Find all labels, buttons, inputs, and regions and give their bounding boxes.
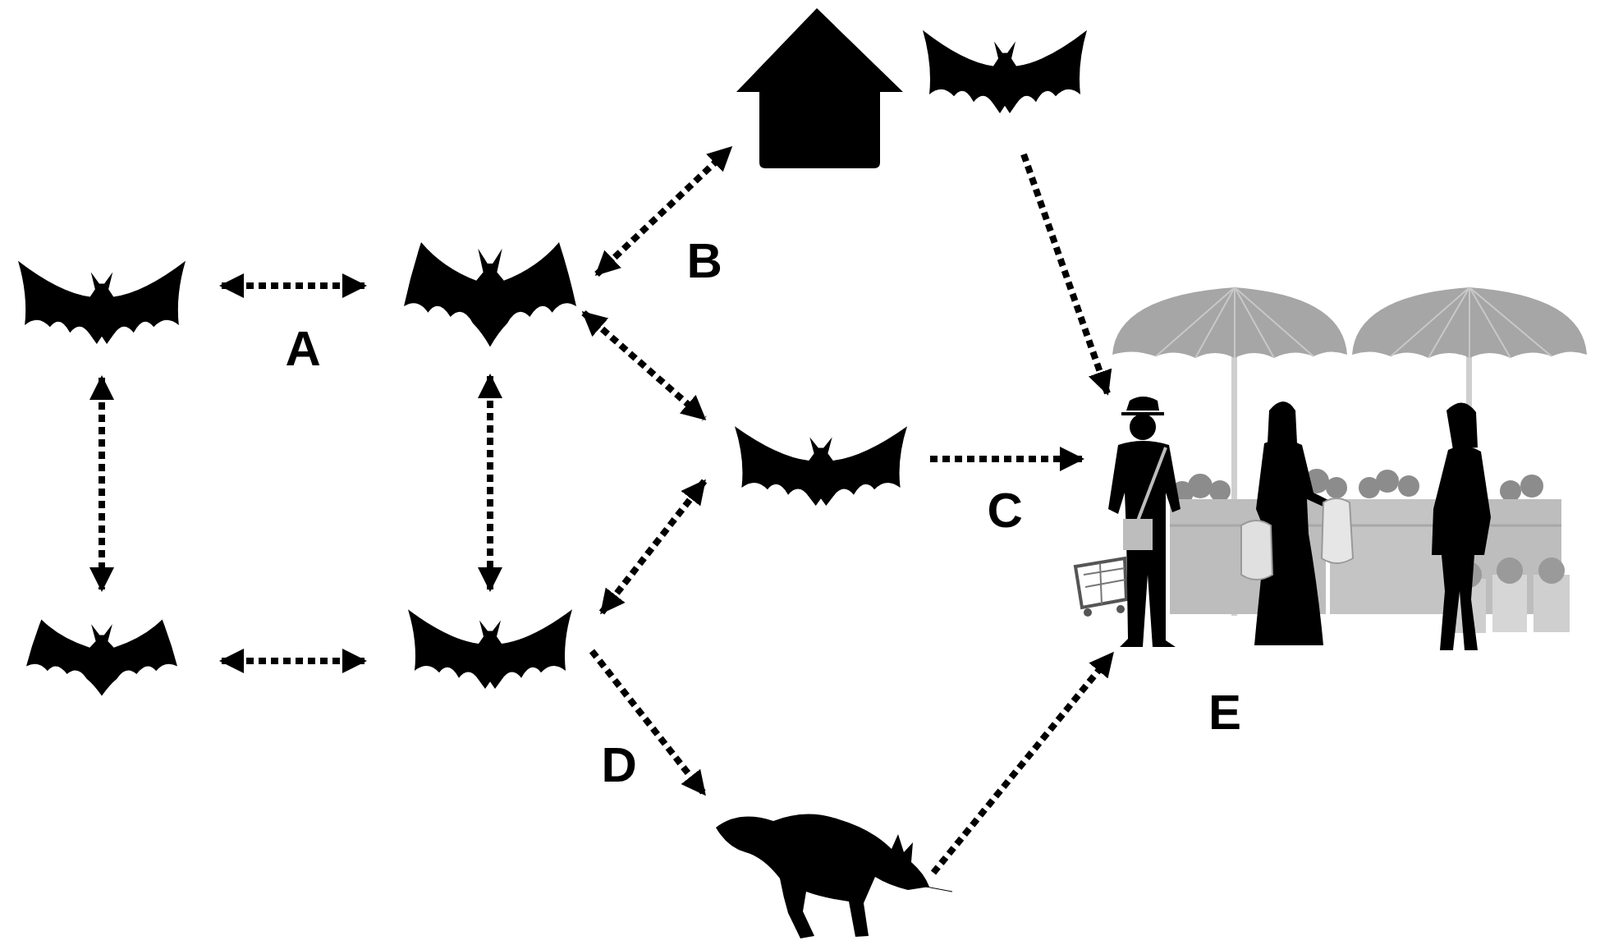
shopping-cart bbox=[1083, 608, 1092, 617]
bat-silhouette bbox=[26, 619, 178, 697]
shopping-cart bbox=[1075, 558, 1127, 608]
bat-silhouette bbox=[922, 30, 1087, 114]
person-silhouette bbox=[1119, 533, 1176, 647]
panel-letter: B bbox=[687, 236, 723, 286]
fox-silhouette bbox=[715, 813, 953, 939]
shoulder-bag bbox=[1137, 447, 1166, 521]
house-symbol bbox=[736, 8, 904, 169]
fox-silhouette bbox=[715, 813, 930, 939]
stall-edge bbox=[1169, 524, 1562, 528]
bat-silhouette bbox=[18, 30, 1087, 697]
person-silhouette bbox=[1431, 445, 1491, 651]
panel-letter: E bbox=[1208, 687, 1242, 738]
umbrella-rib bbox=[1390, 287, 1552, 358]
person-silhouette bbox=[1121, 396, 1165, 416]
produce bbox=[1325, 476, 1348, 499]
dotted-arrow bbox=[221, 282, 365, 289]
dotted-arrow bbox=[930, 455, 1082, 463]
bat-silhouette bbox=[734, 426, 908, 506]
produce bbox=[1499, 480, 1522, 502]
person-silhouette bbox=[1267, 401, 1298, 444]
produce bbox=[1375, 469, 1399, 493]
produce bbox=[1398, 475, 1420, 497]
person-silhouette bbox=[1431, 402, 1491, 651]
dotted-arrow bbox=[101, 147, 1113, 873]
person-silhouette bbox=[1446, 402, 1478, 450]
dotted-arrow bbox=[601, 481, 705, 613]
person-silhouette bbox=[1129, 413, 1156, 441]
bat-silhouette bbox=[408, 609, 573, 689]
shopping-bag bbox=[1241, 520, 1273, 580]
dotted-arrow bbox=[583, 312, 705, 419]
produce bbox=[1209, 480, 1231, 502]
produce bbox=[1520, 474, 1544, 498]
umbrella-canopy bbox=[1352, 287, 1587, 358]
shopping-cart bbox=[1116, 605, 1125, 614]
dotted-arrow bbox=[591, 651, 705, 794]
market-scene bbox=[1075, 287, 1587, 651]
produce bbox=[1187, 473, 1213, 499]
panel-letter: D bbox=[601, 740, 638, 790]
umbrella-canopy bbox=[1112, 287, 1348, 358]
house-symbol bbox=[736, 8, 904, 169]
flower-pot bbox=[1496, 557, 1523, 584]
person-silhouette bbox=[1108, 396, 1181, 647]
shoulder-bag bbox=[1123, 518, 1153, 551]
shopping-bag bbox=[1321, 498, 1353, 564]
panel-letter: C bbox=[987, 485, 1023, 536]
dotted-arrow bbox=[486, 375, 494, 590]
umbrella-rib bbox=[1155, 287, 1314, 358]
bat-silhouette bbox=[18, 261, 186, 344]
flower-pot bbox=[1538, 557, 1565, 584]
shopping-cart bbox=[1083, 563, 1126, 605]
dotted-arrow bbox=[1023, 154, 1108, 394]
dotted-arrow bbox=[221, 657, 365, 665]
panel-letter: A bbox=[285, 324, 321, 374]
dotted-arrow bbox=[933, 653, 1113, 873]
dotted-arrow bbox=[98, 377, 106, 590]
fox-whisker bbox=[926, 886, 953, 892]
bat-silhouette bbox=[403, 242, 577, 347]
